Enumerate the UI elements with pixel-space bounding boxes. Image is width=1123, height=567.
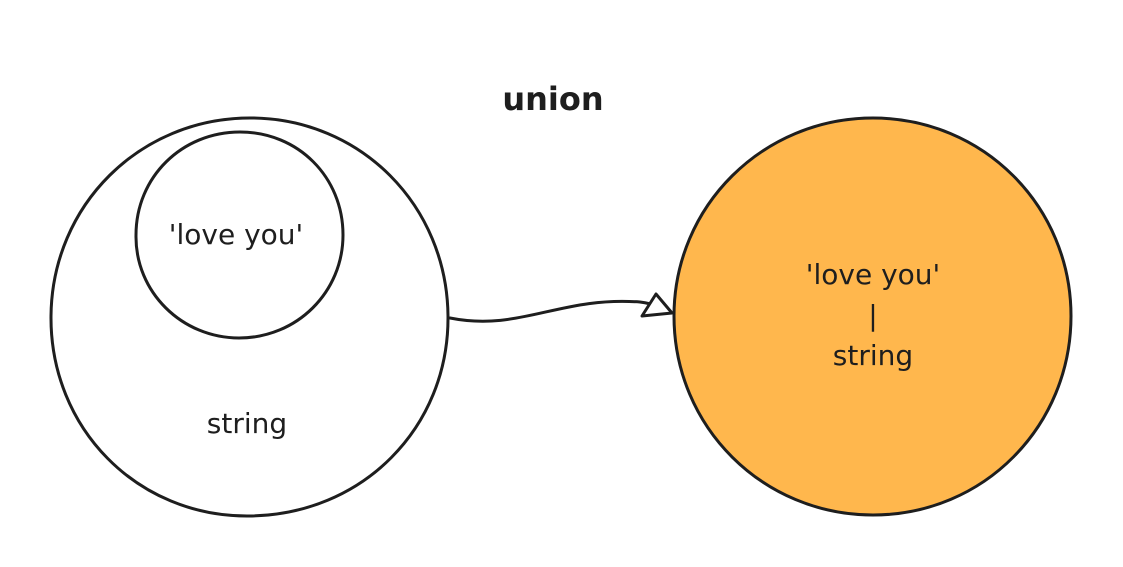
union-separator: | bbox=[868, 299, 877, 332]
union-line-1: 'love you' bbox=[806, 258, 940, 291]
arrow-head-icon bbox=[640, 292, 674, 318]
inner-set-label: 'love you' bbox=[169, 218, 303, 251]
union-set-circle bbox=[672, 116, 1073, 517]
union-line-2: string bbox=[833, 339, 913, 372]
outer-set-label: string bbox=[207, 407, 287, 440]
string-set-circle bbox=[49, 116, 450, 518]
union-arrow-line bbox=[448, 299, 672, 323]
diagram-title: union bbox=[502, 80, 603, 118]
love-you-set-circle bbox=[134, 130, 345, 340]
